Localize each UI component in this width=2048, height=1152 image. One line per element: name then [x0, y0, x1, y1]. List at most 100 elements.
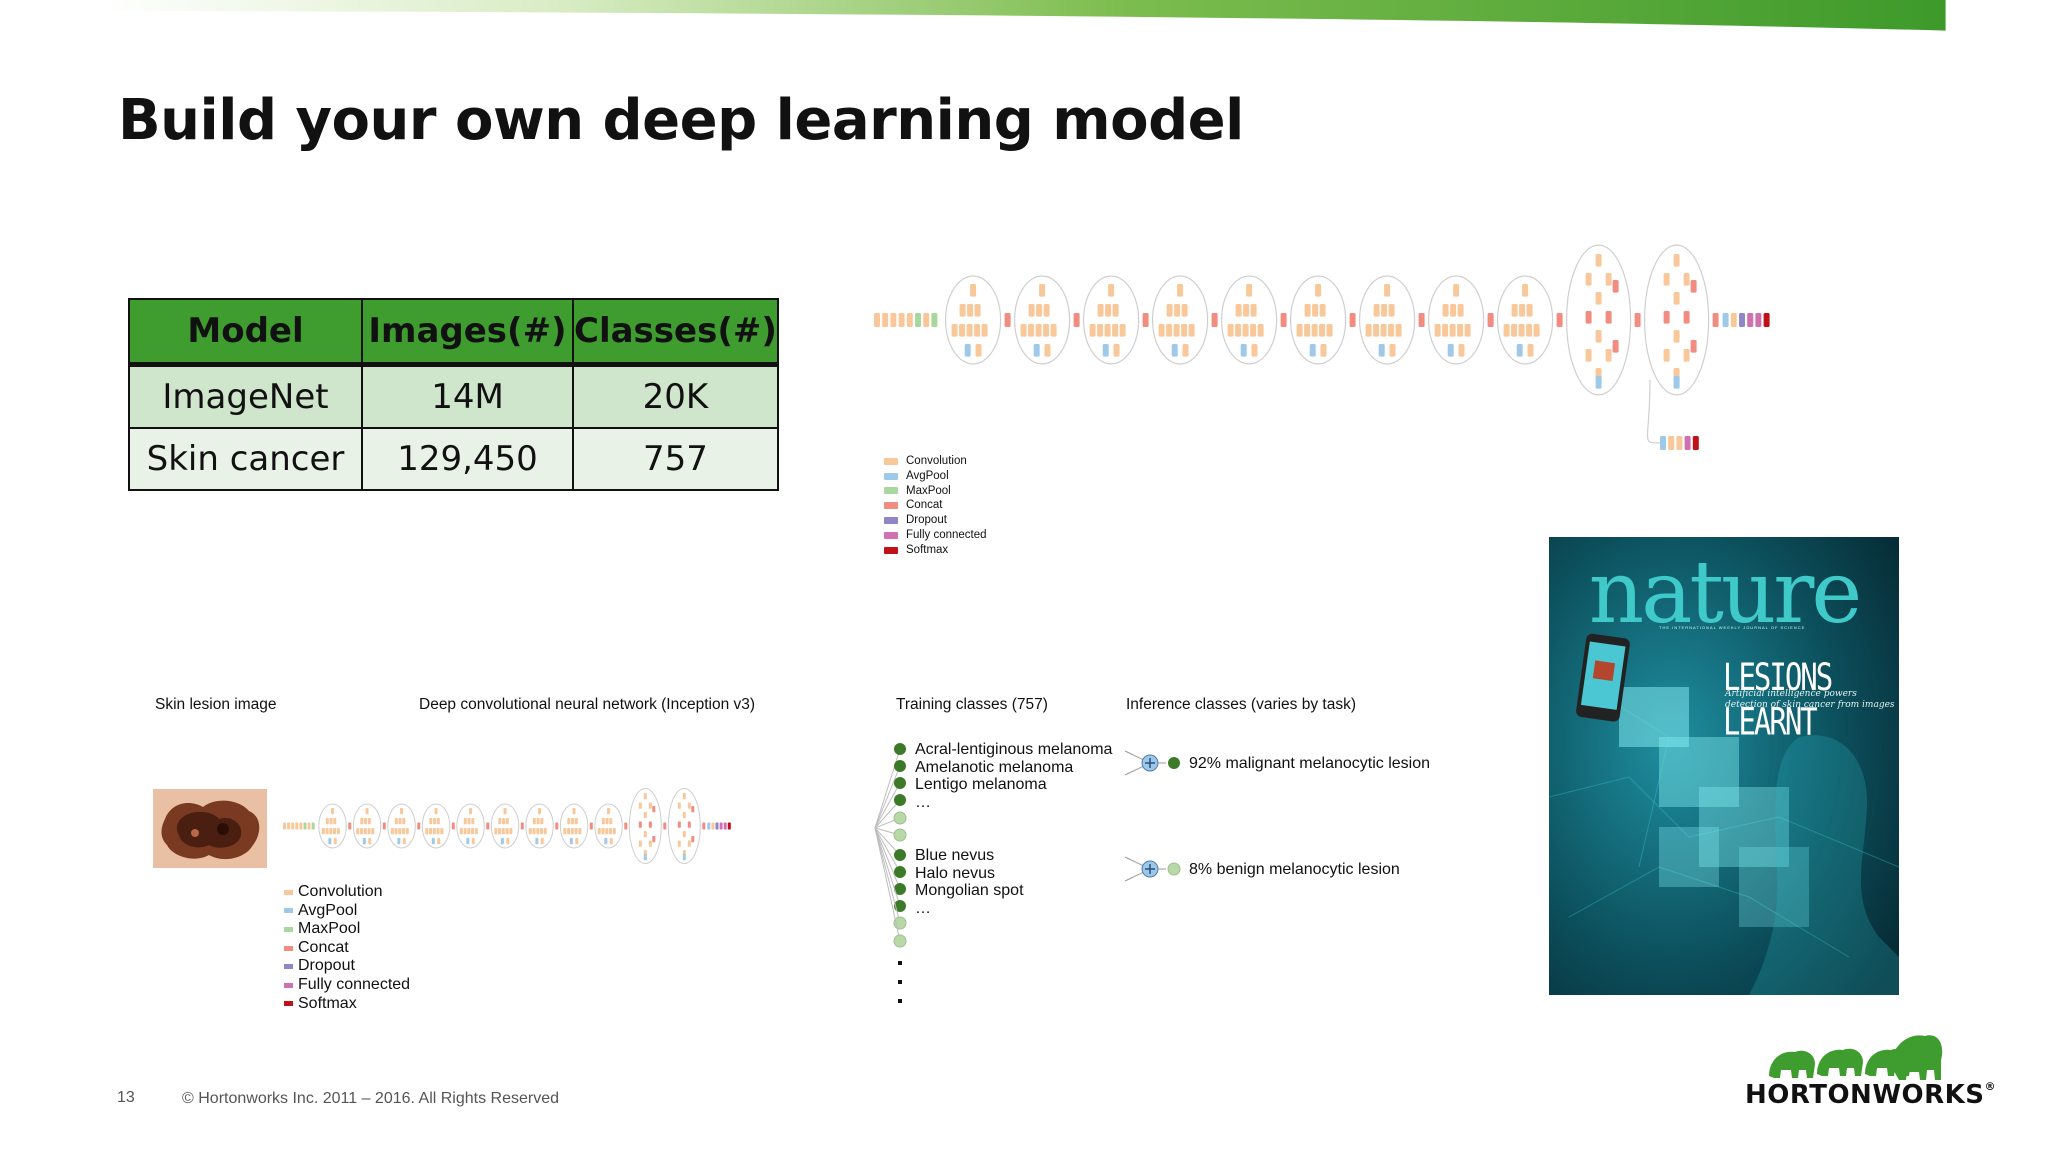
training-class: Amelanotic melanoma — [915, 759, 1112, 777]
conv-layer — [360, 818, 363, 824]
conv-layer — [1039, 284, 1045, 297]
conv-layer — [960, 304, 966, 317]
head-layer — [724, 823, 727, 830]
conv-layer — [578, 828, 581, 834]
legend-label: Softmax — [906, 543, 948, 558]
concat-layer — [1613, 340, 1619, 353]
conv-layer — [1252, 344, 1258, 357]
conv-layer — [976, 344, 982, 357]
legend-label: MaxPool — [298, 920, 360, 939]
conv-layer — [1120, 324, 1126, 337]
conv-layer — [1250, 324, 1256, 337]
conv-layer — [1098, 304, 1104, 317]
conv-layer — [398, 828, 401, 834]
conv-layer — [952, 324, 958, 337]
aux-head-layer — [1668, 436, 1674, 450]
training-class-dot — [894, 849, 906, 861]
concat-layer — [663, 823, 666, 830]
conv-layer — [1321, 344, 1327, 357]
head-layer — [711, 823, 714, 830]
concat-layer — [652, 836, 655, 842]
conv-layer — [498, 828, 501, 834]
conv-layer — [1243, 324, 1249, 337]
top-gradient-bar — [0, 0, 2048, 36]
page-number: 13 — [117, 1089, 135, 1107]
conv-layer — [400, 808, 403, 814]
conv-layer — [678, 822, 681, 828]
stem-layer — [915, 313, 921, 327]
swatch-concat — [284, 946, 293, 951]
training-class-dot — [894, 760, 906, 772]
concat-layer — [521, 823, 524, 830]
conv-layer — [540, 818, 543, 824]
conv-layer — [537, 818, 540, 824]
conv-layer — [1381, 324, 1387, 337]
training-class: … — [915, 900, 1024, 918]
avgpool-layer — [466, 838, 469, 844]
conv-layer — [1036, 304, 1042, 317]
conv-layer — [333, 818, 336, 824]
conv-layer — [644, 793, 647, 799]
concat-layer — [1691, 280, 1697, 293]
avgpool-layer — [570, 838, 573, 844]
stem-layer — [882, 313, 888, 327]
conv-layer — [435, 808, 438, 814]
conv-layer — [967, 304, 973, 317]
conv-layer — [1504, 324, 1510, 337]
conv-layer — [1465, 324, 1471, 337]
conv-layer — [1036, 324, 1042, 337]
stem-layer — [299, 823, 302, 830]
conv-layer — [433, 818, 436, 824]
training-class: Lentigo melanoma — [915, 776, 1112, 794]
swatch-dropout — [884, 517, 898, 524]
training-class-dot — [894, 866, 906, 878]
conv-layer — [364, 828, 367, 834]
conv-layer — [371, 828, 374, 834]
conv-layer — [1388, 324, 1394, 337]
conv-layer — [1029, 304, 1035, 317]
conv-layer — [368, 818, 371, 824]
conv-layer — [464, 818, 467, 824]
conv-layer — [1043, 324, 1049, 337]
conv-layer — [607, 808, 610, 814]
head-layer — [716, 823, 719, 830]
stem-layer — [304, 823, 307, 830]
conv-layer — [1297, 324, 1303, 337]
head-layer — [1739, 313, 1745, 327]
conv-layer — [506, 828, 509, 834]
conv-layer — [1596, 292, 1602, 305]
avgpool-layer — [965, 344, 971, 357]
conv-layer — [573, 808, 576, 814]
table-cell: 14M — [362, 365, 573, 429]
conv-layer — [509, 828, 512, 834]
swatch-dropout — [284, 964, 293, 969]
conv-layer — [437, 828, 440, 834]
conv-layer — [506, 838, 509, 844]
conv-layer — [399, 818, 402, 824]
inception-v3-diagram — [281, 776, 881, 876]
legend-label: Concat — [906, 498, 942, 513]
legend-label: MaxPool — [906, 484, 951, 499]
legend-item: Softmax — [284, 995, 410, 1014]
conv-layer — [644, 812, 647, 818]
stem-layer — [923, 313, 929, 327]
cover-strapline: THE INTERNATIONAL WEEKLY JOURNAL OF SCIE… — [1659, 625, 1805, 630]
conv-layer — [533, 828, 536, 834]
conv-layer — [649, 803, 652, 809]
conv-layer — [1189, 324, 1195, 337]
conv-layer — [329, 828, 332, 834]
table-header: Images(#) — [362, 299, 573, 365]
swatch-fully-connected — [284, 983, 293, 988]
head-layer — [1747, 313, 1753, 327]
conv-layer — [1596, 330, 1602, 343]
conv-layer — [437, 818, 440, 824]
conv-layer — [1320, 304, 1326, 317]
table-cell: ImageNet — [129, 365, 362, 429]
conv-layer — [433, 828, 436, 834]
conv-layer — [982, 324, 988, 337]
conv-layer — [1522, 284, 1528, 297]
conv-layer — [506, 818, 509, 824]
conv-layer — [974, 324, 980, 337]
conv-layer — [1684, 273, 1690, 286]
conv-layer — [356, 828, 359, 834]
